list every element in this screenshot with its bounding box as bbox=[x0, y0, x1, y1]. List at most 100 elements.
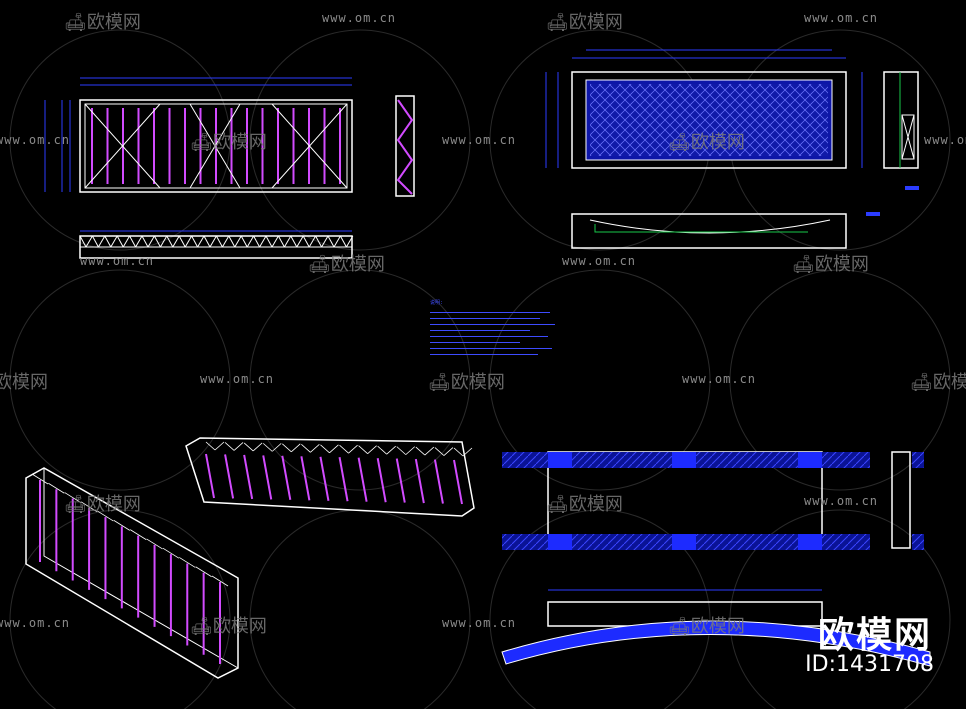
plan-web-member bbox=[339, 235, 347, 248]
panel-front-elevation bbox=[545, 49, 863, 169]
truss-web-member bbox=[434, 447, 445, 456]
truss-web-member bbox=[282, 443, 292, 453]
sofa-icon: 🛋 bbox=[910, 372, 933, 393]
plan-web-member bbox=[191, 235, 199, 248]
truss-web-member bbox=[320, 444, 330, 454]
plan-web-member bbox=[277, 235, 285, 248]
sofa-icon: 🛋 bbox=[190, 132, 213, 153]
plan-web-member bbox=[327, 235, 335, 248]
plan-web-member bbox=[91, 235, 99, 248]
truss-web-member bbox=[367, 445, 377, 454]
sofa-icon: 🛋 bbox=[668, 616, 691, 637]
panel-side-section bbox=[883, 71, 919, 190]
watermark-url: www.om.cn bbox=[322, 11, 397, 25]
watermark-url: www.om.cn bbox=[562, 254, 637, 268]
truss-web-member bbox=[271, 443, 282, 452]
truss-web-member bbox=[113, 520, 131, 531]
panel-elevation-hatched bbox=[502, 451, 924, 550]
truss-web-member bbox=[396, 446, 407, 455]
truss-web-member bbox=[80, 501, 98, 513]
watermark-url: www.om.cn bbox=[0, 616, 71, 630]
watermark-brand: 🛋欧模网 bbox=[64, 494, 141, 515]
truss-web-member bbox=[205, 441, 216, 451]
plan-web-member bbox=[290, 235, 298, 248]
watermark-brand: 欧模网 bbox=[0, 372, 48, 393]
watermark-url: www.om.cn bbox=[200, 372, 275, 386]
plan-web-member bbox=[271, 235, 279, 248]
plan-web-member bbox=[333, 235, 341, 248]
truss-isometric-vertical bbox=[25, 467, 239, 679]
watermark-url: www.om.cn bbox=[442, 133, 517, 147]
truss-member bbox=[300, 456, 311, 501]
panel-plan-arc bbox=[501, 589, 931, 667]
truss-member bbox=[319, 456, 330, 501]
truss-web-member bbox=[162, 547, 180, 559]
truss-front-elevation bbox=[44, 77, 353, 193]
truss-member bbox=[357, 457, 368, 502]
watermark-brand: 🛋欧模网 bbox=[792, 254, 869, 275]
plan-web-member bbox=[215, 235, 223, 248]
plan-web-member bbox=[234, 235, 242, 248]
sofa-icon: 🛋 bbox=[668, 132, 691, 153]
watermark-brand: 🛋欧模网 bbox=[64, 12, 141, 33]
truss-member bbox=[205, 453, 215, 499]
truss-web-member bbox=[415, 446, 426, 456]
watermark-url: www.om.cn bbox=[804, 494, 879, 508]
truss-web-member bbox=[146, 538, 163, 550]
plan-web-member bbox=[141, 235, 149, 248]
plan-web-member bbox=[97, 235, 106, 248]
truss-web-member bbox=[339, 444, 349, 454]
brand-logo: 欧模网 bbox=[817, 615, 932, 656]
plan-web-member bbox=[147, 235, 155, 248]
panel-plan-curved bbox=[571, 212, 880, 249]
truss-plan bbox=[79, 230, 354, 259]
truss-web-member bbox=[291, 443, 301, 453]
truss-web-member bbox=[462, 447, 473, 457]
sofa-icon: 🛋 bbox=[308, 254, 331, 275]
plan-web-member bbox=[253, 235, 261, 248]
truss-web-member bbox=[301, 444, 311, 453]
truss-member bbox=[453, 459, 463, 505]
plan-web-member bbox=[122, 235, 131, 248]
plan-web-member bbox=[209, 235, 217, 248]
plan-web-member bbox=[296, 235, 304, 248]
plan-web-member bbox=[246, 235, 255, 248]
plan-web-member bbox=[197, 235, 205, 248]
truss-web-member bbox=[233, 442, 244, 451]
truss-web-member bbox=[262, 443, 273, 452]
truss-web-member bbox=[48, 482, 65, 494]
truss-web-member bbox=[443, 447, 454, 456]
watermark-url: www.om.cn bbox=[442, 616, 517, 630]
watermark-url: www.om.cn bbox=[924, 133, 966, 147]
truss-member bbox=[433, 459, 444, 504]
plan-web-member bbox=[172, 235, 180, 248]
sofa-icon: 🛋 bbox=[546, 12, 569, 33]
truss-isometric-horizontal bbox=[185, 437, 475, 517]
watermark-brand: 🛋欧模网 bbox=[190, 616, 267, 637]
truss-member bbox=[376, 457, 387, 503]
truss-web-member bbox=[358, 445, 368, 454]
plan-web-member bbox=[135, 235, 143, 248]
truss-web-member bbox=[252, 442, 263, 452]
watermark-brand: 🛋欧模网 bbox=[910, 372, 966, 393]
watermark-url: www.om.cn bbox=[80, 254, 155, 268]
plan-web-member bbox=[110, 235, 118, 248]
truss-member bbox=[281, 455, 292, 501]
plan-web-member bbox=[153, 235, 161, 248]
watermark-url: www.om.cn bbox=[0, 133, 71, 147]
plan-web-member bbox=[203, 235, 211, 248]
watermark-brand: 🛋欧模网 bbox=[668, 616, 745, 637]
truss-member bbox=[224, 454, 235, 499]
truss-member bbox=[262, 455, 273, 500]
plan-web-member bbox=[283, 235, 292, 248]
truss-web-member bbox=[211, 575, 229, 587]
plan-web-member bbox=[159, 235, 168, 248]
sofa-icon: 🛋 bbox=[190, 616, 213, 637]
plan-web-member bbox=[302, 235, 310, 248]
watermark-url: www.om.cn bbox=[804, 11, 879, 25]
plan-web-member bbox=[308, 235, 317, 248]
sofa-icon: 🛋 bbox=[64, 494, 87, 515]
truss-web-member bbox=[97, 510, 114, 522]
watermark-brand: 🛋欧模网 bbox=[190, 132, 267, 153]
plan-web-member bbox=[116, 235, 124, 248]
